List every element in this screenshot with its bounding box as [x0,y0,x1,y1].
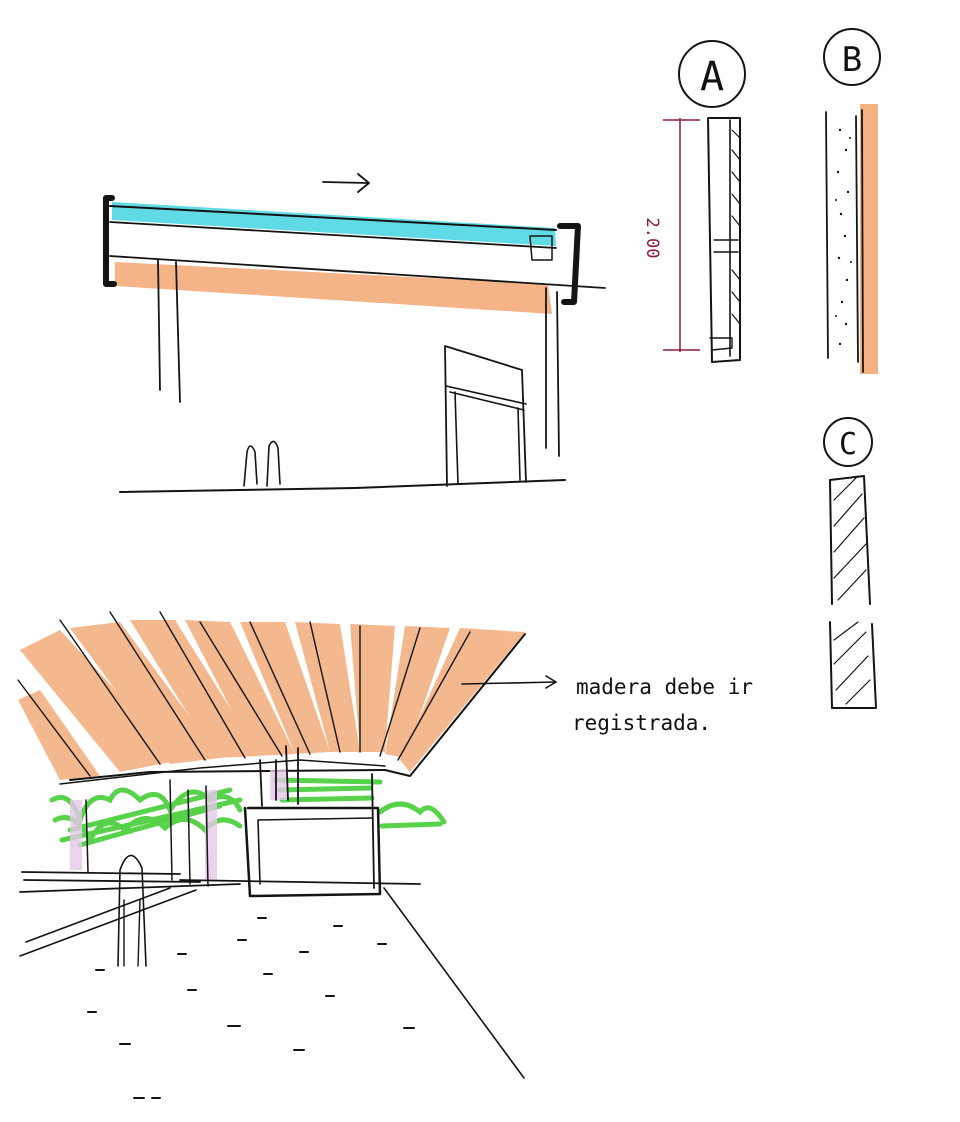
annotation-line-2: registrada. [572,711,711,735]
wood-strip-b [860,104,878,374]
dimension-label: 2.00 [642,218,662,259]
label-c: C [839,427,857,462]
column-tint [70,770,288,880]
perspective-sketch [17,611,557,1099]
label-a-circle: A [678,40,746,108]
roof-section-sketch [103,173,606,493]
label-b-circle: B [823,28,881,86]
detail-b: B [823,28,881,374]
paving-dashes [87,917,415,1099]
label-c-circle: C [823,417,873,467]
stipple-b [835,128,852,346]
annotation-line-1: madera debe ir [576,675,753,699]
wood-ceiling [18,620,525,780]
label-a: A [700,54,724,100]
arrow-right-icon [322,173,370,193]
detail-c: C [823,417,877,709]
annotation-note: madera debe ir registrada. [572,675,753,735]
vegetation [49,777,447,848]
label-b: B [842,40,862,80]
detail-a: A 2.00 [642,40,746,363]
glass-band [112,202,556,246]
wood-band [115,262,552,314]
